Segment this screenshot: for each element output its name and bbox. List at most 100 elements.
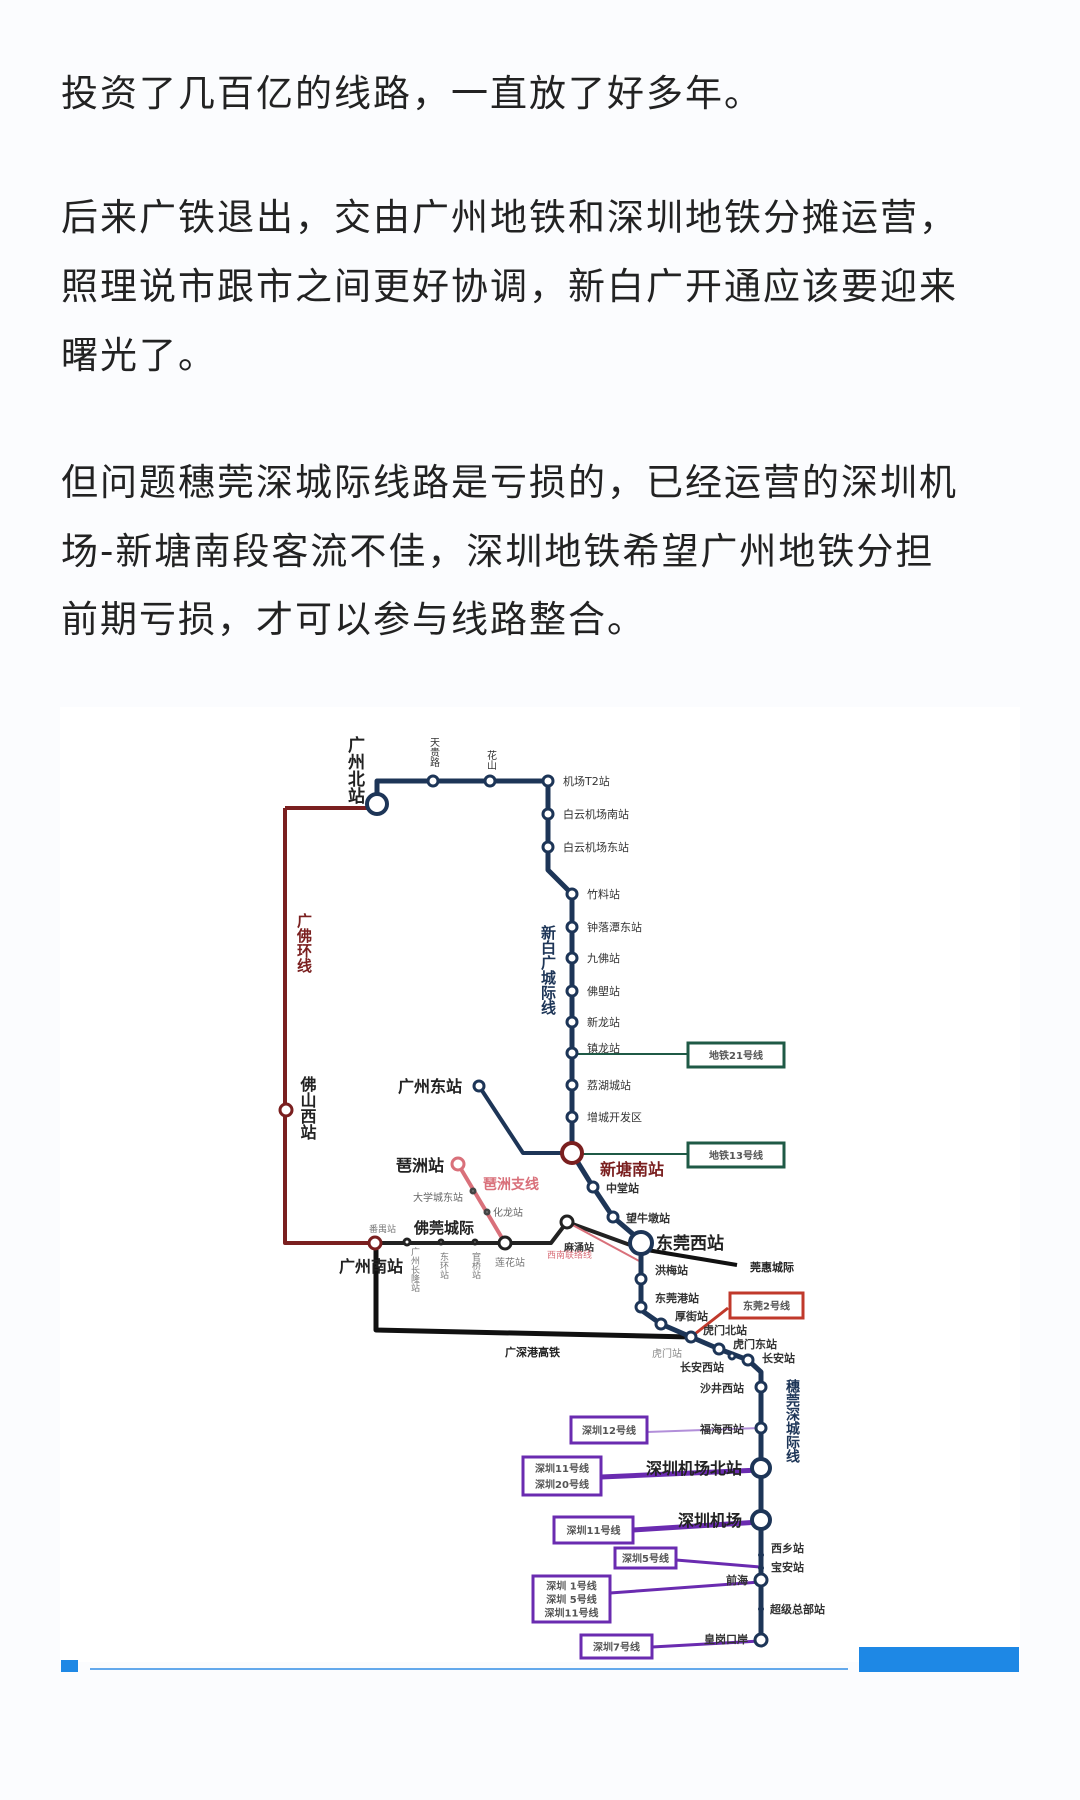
station-marker — [471, 1238, 479, 1246]
station-marker — [628, 1230, 654, 1256]
map-label: 官桥站 — [470, 1251, 481, 1280]
map-label: 广深港高铁 — [505, 1345, 560, 1359]
carousel-indicator-active[interactable] — [859, 1647, 1019, 1672]
map-label: 虎门站 — [652, 1347, 682, 1360]
pazhou-branch-line — [456, 1162, 507, 1245]
map-label: 花山 — [485, 749, 497, 770]
transfer-line-label: 东莞2号线 — [743, 1300, 790, 1313]
station-marker — [750, 1509, 772, 1531]
sz7-transfer-line — [651, 1639, 761, 1649]
carousel-indicator-dot[interactable] — [61, 1660, 78, 1672]
map-label: 皇岗口岸 — [704, 1632, 748, 1646]
map-label: 广州北站 — [344, 735, 366, 805]
station-marker — [367, 1235, 383, 1251]
station-marker — [753, 1572, 769, 1588]
map-label: 西南联络线 — [547, 1249, 592, 1261]
map-label: 白云机场南站 — [563, 807, 629, 821]
map-label: 机场T2站 — [563, 774, 610, 788]
xinan-link-line — [566, 1221, 642, 1263]
map-label: 天贵路 — [428, 737, 440, 768]
transfer-box — [552, 1515, 635, 1545]
station-marker — [565, 1015, 579, 1029]
map-label: 厚街站 — [675, 1309, 708, 1323]
map-label: 东莞港站 — [655, 1291, 699, 1305]
transfer-line-label: 深圳5号线 — [622, 1552, 669, 1565]
map-label: 新龙站 — [587, 1015, 620, 1029]
map-label: 中堂站 — [606, 1181, 639, 1195]
transfer-line-label: 深圳11号线 — [535, 1462, 589, 1475]
sz5-transfer-line — [675, 1558, 761, 1569]
station-marker — [541, 807, 555, 821]
map-label: 荔湖城站 — [587, 1078, 631, 1092]
station-dot — [758, 1606, 764, 1612]
station-marker — [402, 1237, 412, 1247]
map-label: 福海西站 — [699, 1422, 744, 1436]
map-label: 沙井西站 — [700, 1381, 744, 1395]
transfer-line-label: 深圳20号线 — [535, 1478, 589, 1491]
station-marker — [469, 1187, 477, 1195]
station-marker — [565, 1078, 579, 1092]
rail-map-image[interactable]: 广州北站天贵路花山机场T2站白云机场南站白云机场东站竹料站钟落潭东站九佛站佛塱站… — [60, 707, 1020, 1662]
fowan-intercity-line — [375, 1220, 642, 1251]
map-label: 穗莞深城际线 — [784, 1378, 800, 1464]
transfer-box — [686, 1141, 786, 1169]
map-label: 新白广城际线 — [539, 924, 557, 1016]
station-marker — [565, 1110, 579, 1124]
paragraph-2-line-2: 照理说市跟市之间更好协调，新白广开通应该要迎来 — [61, 265, 958, 308]
station-marker — [541, 774, 555, 788]
map-label: 大学城东站 — [413, 1191, 463, 1204]
map-label: 九佛站 — [587, 951, 620, 965]
sz12-transfer-line — [646, 1427, 761, 1433]
station-marker — [559, 1214, 575, 1230]
station-marker — [426, 774, 440, 788]
map-label: 佛莞城际 — [413, 1219, 474, 1237]
dg2-transfer-line — [690, 1306, 729, 1339]
sz11-20-transfer-line — [600, 1467, 761, 1480]
paragraph-1-line-1: 投资了几百亿的线路，一直放了好多年。 — [61, 72, 763, 115]
map-label: 深圳机场北站 — [646, 1459, 742, 1478]
transfer-line-label: 深圳12号线 — [582, 1424, 636, 1437]
paragraph-3-line-2: 场-新塘南段客流不佳，深圳地铁希望广州地铁分担 — [61, 530, 935, 573]
guanhui-intercity-line — [640, 1247, 738, 1267]
map-label: 广州南站 — [339, 1257, 403, 1276]
carousel-progress-track — [90, 1668, 848, 1670]
map-label: 钟落潭东站 — [587, 920, 642, 934]
map-label: 前海 — [726, 1573, 748, 1587]
paragraph-2-line-3: 曙光了。 — [61, 334, 217, 377]
map-label: 佛山西站 — [298, 1075, 318, 1141]
station-marker — [684, 1330, 698, 1344]
map-label: 广州东站 — [398, 1077, 462, 1096]
transfer-line-label: 深圳7号线 — [593, 1641, 640, 1654]
map-label: 洪梅站 — [655, 1263, 688, 1277]
map-label: 东莞西站 — [656, 1233, 724, 1254]
map-label: 琶洲站 — [396, 1156, 444, 1175]
map-label: 深圳机场 — [678, 1511, 742, 1530]
map-label: 望牛墩站 — [626, 1211, 670, 1225]
transfer-line-label: 深圳 1号线 — [546, 1580, 596, 1593]
station-marker — [753, 1632, 769, 1648]
station-marker — [586, 1180, 600, 1194]
map-label: 佛塱站 — [587, 984, 620, 998]
paragraph-3-line-1: 但问题穗莞深城际线路是亏损的，已经运营的深圳机 — [61, 461, 958, 504]
map-label: 宝安站 — [771, 1560, 804, 1574]
station-marker — [472, 1079, 486, 1093]
station-marker — [450, 1156, 466, 1172]
station-marker — [278, 1102, 294, 1118]
map-label: 新塘南站 — [600, 1160, 664, 1179]
station-marker — [606, 1210, 620, 1224]
map-label: 化龙站 — [493, 1206, 523, 1219]
map-label: 广州长隆站 — [409, 1246, 420, 1293]
sz1-5-11-transfer-line — [609, 1580, 761, 1595]
station-marker — [565, 920, 579, 934]
transfer-box — [613, 1546, 678, 1570]
paragraph-3-line-3: 前期亏损，才可以参与线路整合。 — [61, 598, 646, 641]
transfer-box — [728, 1291, 805, 1320]
transfer-box — [531, 1574, 612, 1624]
transfer-line-label: 地铁21号线 — [709, 1049, 763, 1062]
station-marker — [565, 951, 579, 965]
station-marker — [565, 1046, 579, 1060]
transfer-box — [686, 1041, 786, 1069]
map-label: 增城开发区 — [587, 1110, 642, 1124]
map-label: 长安站 — [762, 1351, 795, 1365]
station-marker — [741, 1353, 755, 1367]
